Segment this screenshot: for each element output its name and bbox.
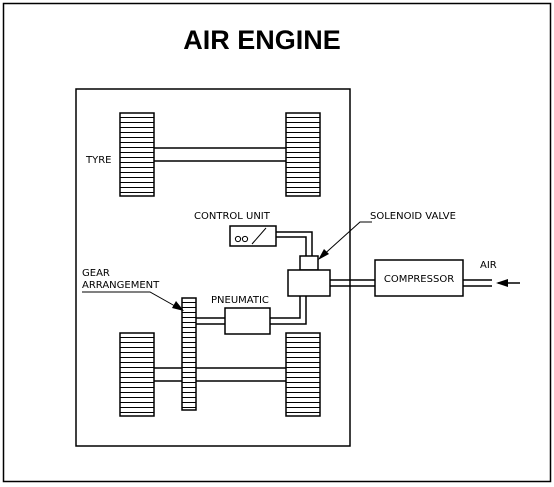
front-axle [154,147,286,162]
front-right-tyre [285,112,321,197]
control-unit-dial-1 [234,235,242,243]
gear-label-line1: GEAR [82,268,110,279]
air-label: AIR [480,260,497,271]
tyre-label: TYRE [85,155,111,166]
pneumatic-label: PNEUMATIC [211,295,269,306]
rear-left-tyre [119,332,155,417]
gear [181,297,197,411]
control-unit-box [229,225,277,247]
air-arrow-icon [496,279,520,287]
compressor-pipe [330,279,375,287]
gear-leader [82,291,184,311]
pneumatic-cylinder [224,307,271,335]
control-unit-switch [251,227,267,245]
control-unit-dial-2 [241,235,249,243]
control-unit-label: CONTROL UNIT [194,211,271,222]
front-left-tyre [119,112,155,197]
solenoid-valve [287,255,331,297]
solenoid-leader [318,221,372,260]
rear-axle [154,367,286,382]
compressor-label: COMPRESSOR [384,274,454,285]
control-wire [276,231,313,256]
rear-right-tyre [285,332,321,417]
chassis-frame [75,88,351,447]
pneumatic-shaft [196,317,225,325]
solenoid-valve-label: SOLENOID VALVE [370,211,456,222]
gear-label-line2: ARRANGEMENT [82,280,160,291]
pneumatic-pipe [270,296,307,325]
air-inlet-pipe [463,279,492,287]
compressor-box [374,259,464,297]
page-title: AIR ENGINE [183,25,341,55]
